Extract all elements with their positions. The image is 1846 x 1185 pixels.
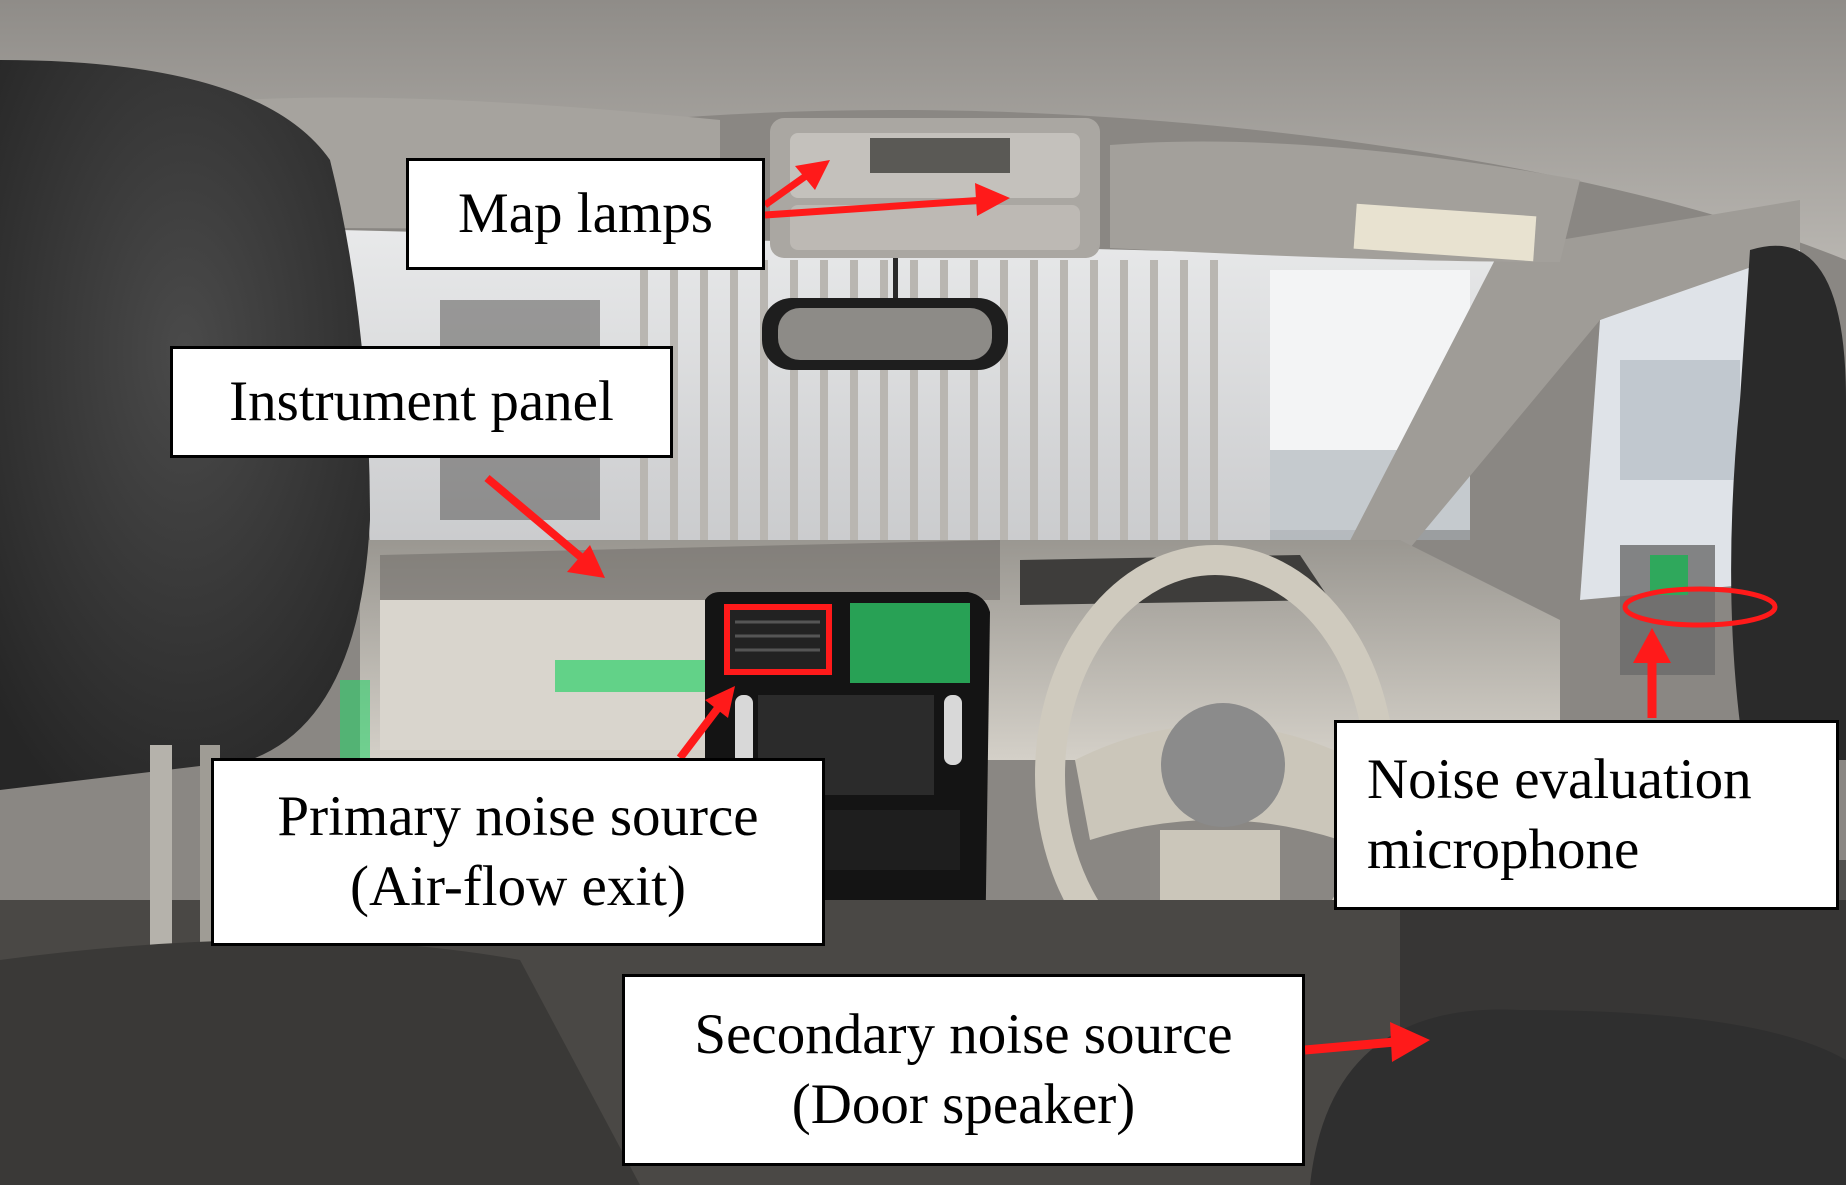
label-instrument-panel-line-1: Instrument panel [229, 370, 614, 434]
label-secondary-noise-source: Secondary noise source (Door speaker) [622, 974, 1305, 1166]
label-map-lamps: Map lamps [406, 158, 765, 270]
label-secondary-noise-source-line-2: (Door speaker) [791, 1073, 1136, 1136]
label-primary-noise-source: Primary noise source (Air-flow exit) [211, 758, 825, 946]
label-map-lamps-line-1: Map lamps [458, 182, 713, 246]
label-primary-noise-source-line-2: (Air-flow exit) [350, 855, 686, 918]
microphone-stand [1620, 545, 1715, 675]
right-seat [1310, 245, 1846, 1185]
annotation-marks [484, 160, 1778, 1062]
label-noise-evaluation-microphone-line-1: Noise evaluation [1367, 748, 1752, 812]
label-secondary-noise-source-line-1: Secondary noise source [694, 1003, 1233, 1067]
label-noise-evaluation-microphone-line-2: microphone [1367, 818, 1640, 881]
label-primary-noise-source-line-1: Primary noise source [277, 785, 759, 849]
rear-view-mirror [762, 258, 1008, 370]
label-instrument-panel: Instrument panel [170, 346, 673, 458]
overhead-console [770, 118, 1100, 258]
label-noise-evaluation-microphone: Noise evaluation microphone [1334, 720, 1839, 910]
